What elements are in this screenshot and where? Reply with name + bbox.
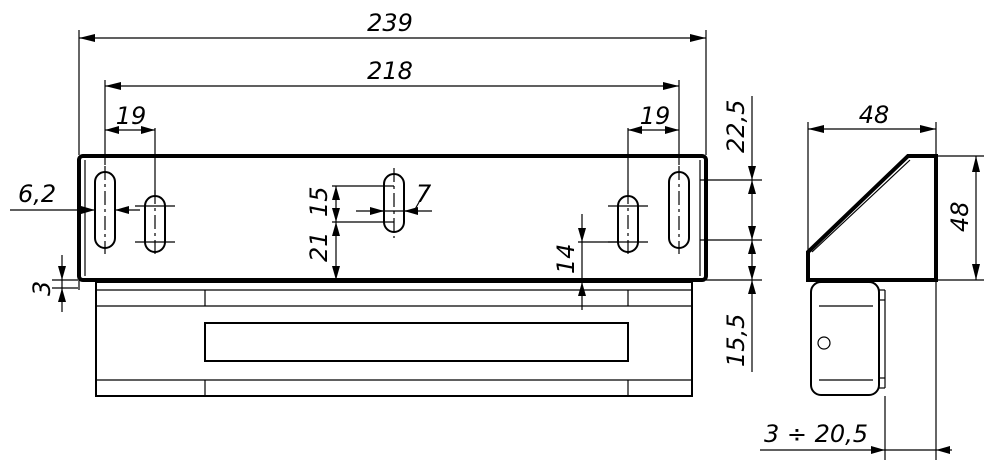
dim-side-height: 48 — [938, 155, 984, 281]
slot-inner-right — [608, 190, 648, 258]
dim-outer-slot-spacing: 218 — [104, 57, 680, 165]
dim-slot-offset-right: 19 — [627, 102, 679, 195]
dim-side-range: 3 ÷ 20,5 — [760, 282, 952, 460]
dim-label-21: 21 — [305, 231, 333, 262]
dim-label-48-top: 48 — [859, 101, 890, 129]
dim-center-slot-width: 7 — [356, 180, 432, 215]
slot-outer-right — [668, 166, 690, 254]
lower-body-window — [204, 322, 629, 362]
dim-label-6-2: 6,2 — [18, 180, 56, 208]
dim-label-7: 7 — [416, 180, 432, 208]
slot-outer-left — [94, 166, 116, 254]
slot-inner-left — [135, 190, 175, 258]
dim-label-218: 218 — [367, 57, 413, 85]
side-hole — [817, 336, 831, 350]
dim-label-3: 3 — [28, 281, 56, 296]
dim-label-15: 15 — [305, 186, 333, 217]
dim-base-thickness: 3 — [28, 255, 78, 312]
dim-right-stack: 22,5 15,5 — [700, 96, 762, 372]
front-main-plate — [77, 154, 708, 290]
dim-label-19-right: 19 — [640, 102, 671, 130]
dim-center-vertical: 15 21 — [305, 185, 394, 280]
dim-label-3-20-5: 3 ÷ 20,5 — [764, 420, 868, 448]
dim-label-22-5: 22,5 — [722, 100, 750, 153]
side-view — [806, 154, 938, 396]
dim-label-48-right: 48 — [946, 201, 974, 232]
dim-right-height-b: 14 — [552, 214, 618, 310]
slot-center — [374, 168, 414, 238]
dim-slot-offset-left: 19 — [105, 102, 156, 195]
dim-side-top-width: 48 — [807, 101, 937, 250]
dim-label-19-left: 19 — [116, 102, 147, 130]
dim-label-15-5: 15,5 — [722, 314, 750, 367]
dim-label-14: 14 — [552, 243, 580, 274]
dim-label-239: 239 — [367, 9, 413, 37]
dim-overall-length: 239 — [78, 9, 707, 155]
front-lower-body — [95, 281, 693, 397]
dim-slot-left-edge: 6,2 — [10, 180, 140, 214]
